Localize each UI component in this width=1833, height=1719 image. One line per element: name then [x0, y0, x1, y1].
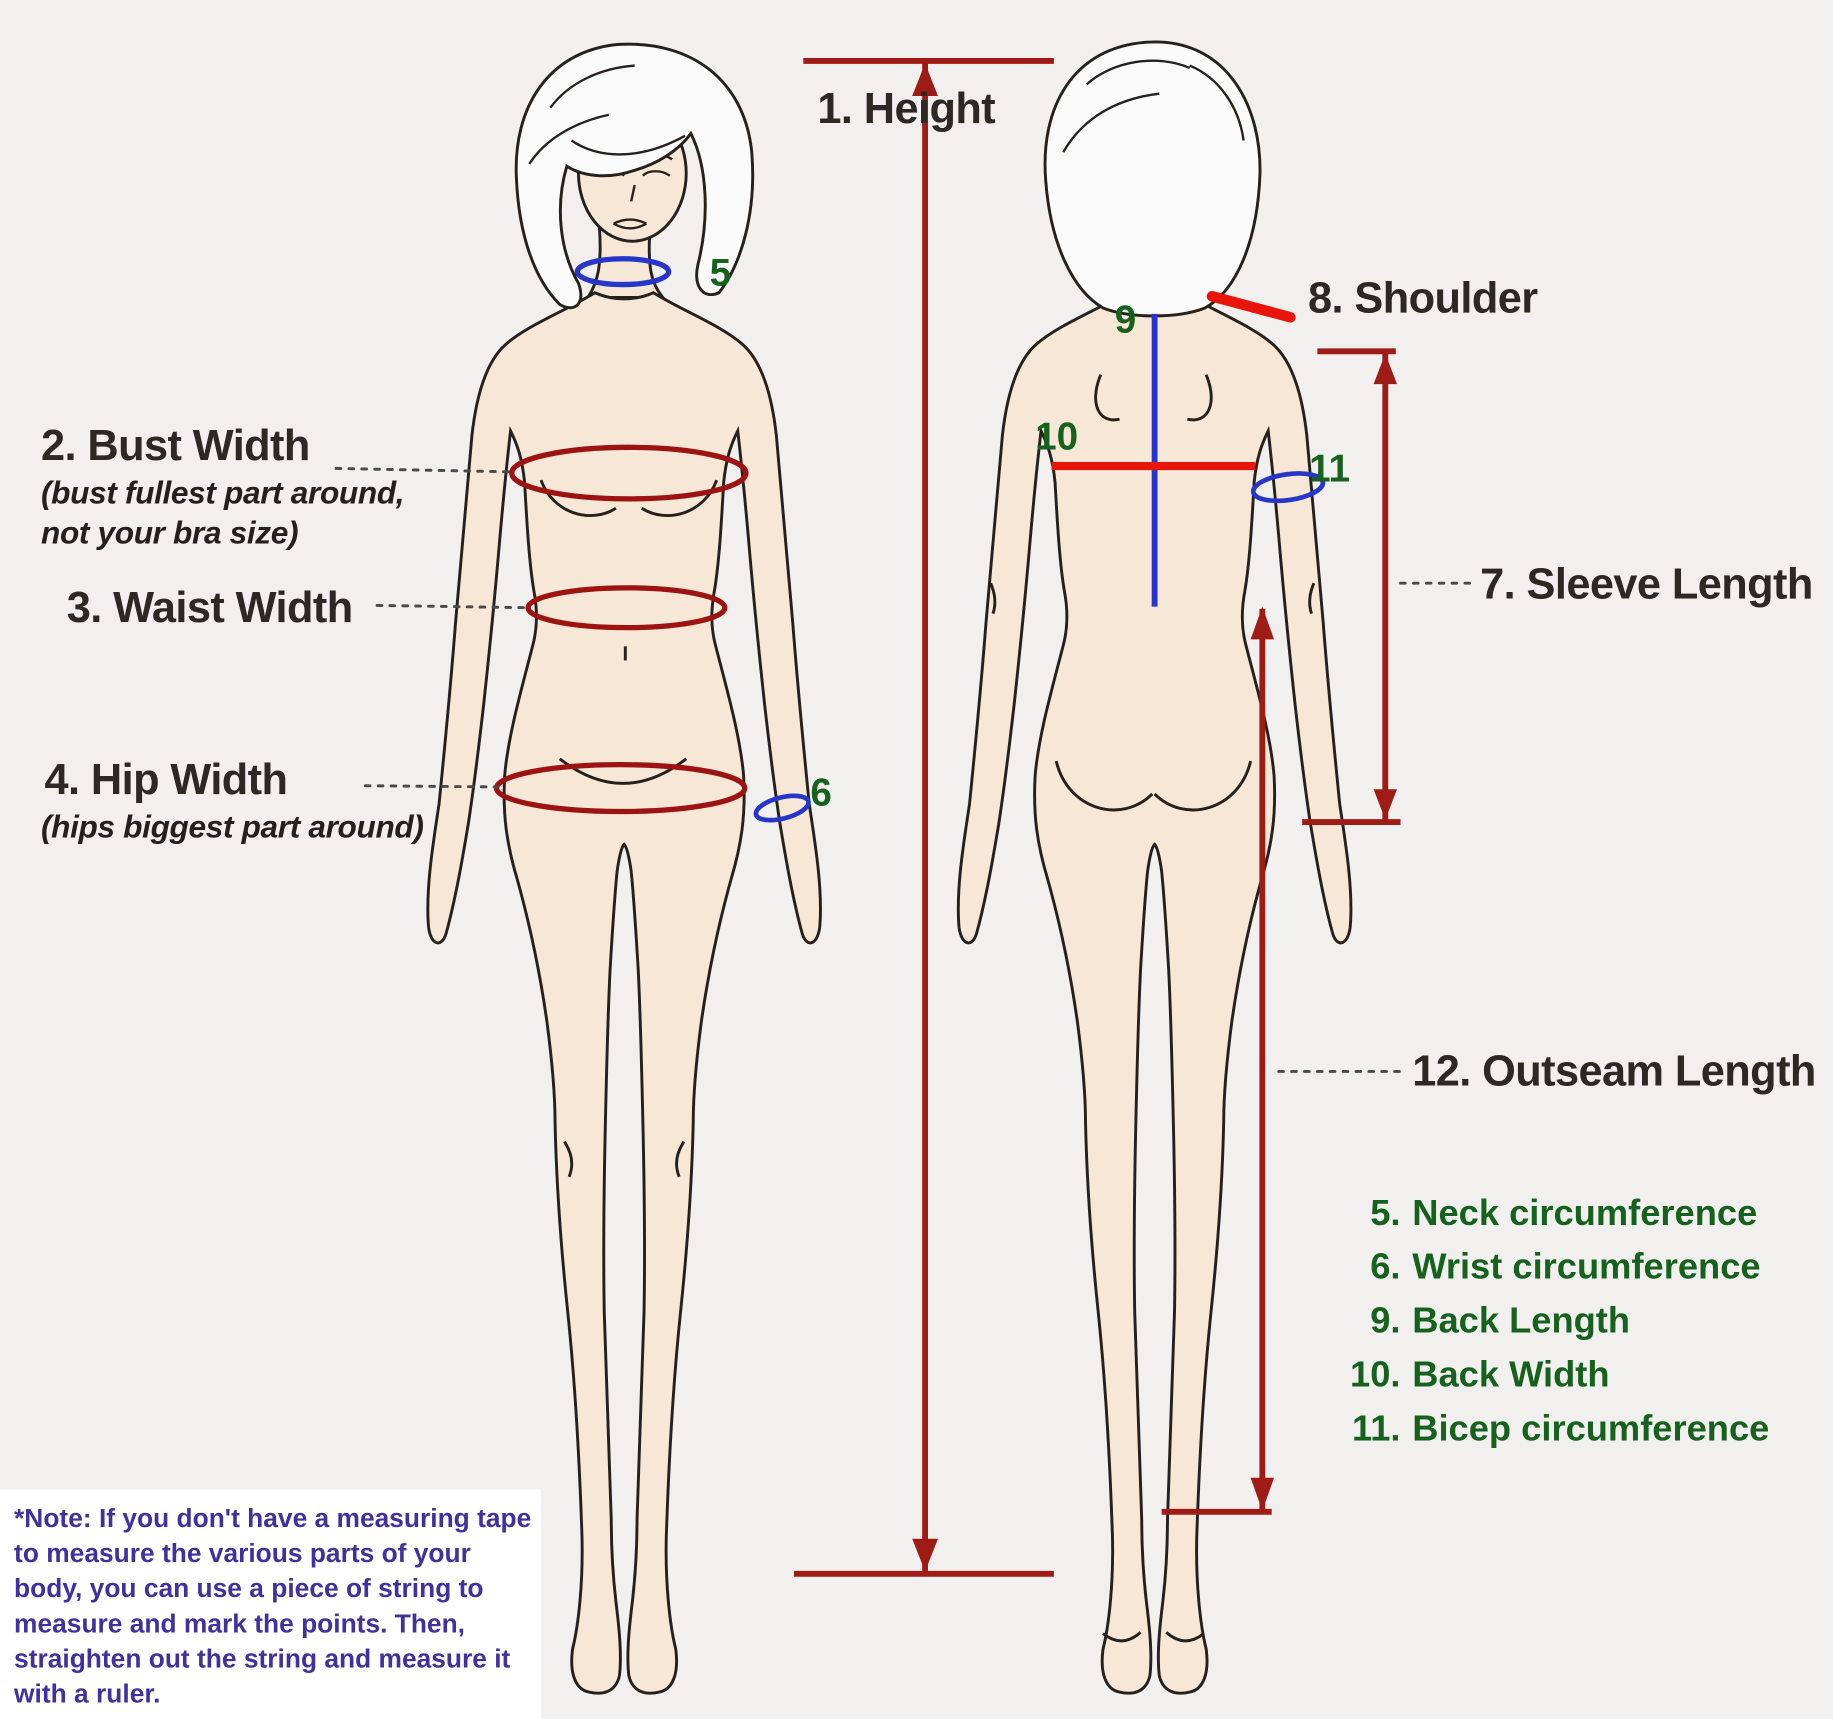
back-hair: [1043, 40, 1262, 318]
height-arrow-bottom: [912, 1538, 938, 1572]
bust-leader-line: [334, 466, 517, 474]
label-waist-width: 3. Waist Width: [66, 583, 353, 632]
note-line-2: to measure the various parts of your: [14, 1538, 471, 1568]
legend-num-bicep: 11.: [1352, 1407, 1401, 1449]
legend-num-neck: 5.: [1370, 1192, 1401, 1234]
height-arrow-top: [912, 63, 938, 97]
outseam-arrow-top: [1250, 606, 1275, 640]
number-back-width: 10: [1035, 414, 1079, 458]
elbow-right: [1308, 582, 1316, 615]
neck-circumference-ellipse: [574, 256, 672, 288]
circumference-ellipses: [493, 256, 1326, 823]
number-wrist: 6: [810, 770, 832, 814]
label-bust-sub1: (bust fullest part around,: [40, 475, 405, 511]
back-figure: [956, 40, 1353, 1695]
leader-lines: [334, 466, 1473, 1073]
number-neck: 5: [709, 250, 732, 294]
legend: 5. Neck circumference 6. Wrist circumfer…: [1342, 1192, 1769, 1461]
label-bust-width: 2. Bust Width: [40, 421, 310, 470]
legend-num-back-width: 10.: [1350, 1353, 1401, 1395]
note-line-5: straighten out the string and measure it: [14, 1644, 511, 1674]
legend-item-wrist: 6. Wrist circumference: [1342, 1246, 1769, 1300]
legend-num-wrist: 6.: [1370, 1245, 1401, 1287]
shoulder-blade-right: [1187, 374, 1213, 422]
bust-ellipse: [509, 444, 749, 502]
knee-line-left: [563, 1140, 574, 1178]
buttock-line-right: [1153, 760, 1253, 812]
label-shoulder: 8. Shoulder: [1308, 274, 1538, 323]
height-measurement: [793, 57, 1054, 1577]
legend-item-bicep: 11. Bicep circumference: [1342, 1408, 1769, 1462]
outseam-arrow-bottom: [1250, 1477, 1275, 1511]
note-line-4: measure and mark the points. Then,: [14, 1608, 465, 1639]
legend-num-back-length: 9.: [1370, 1299, 1401, 1341]
legend-item-neck: 5. Neck circumference: [1342, 1192, 1769, 1246]
shoulder-blade-left: [1094, 374, 1120, 422]
note-box: *Note: If you don't have a measuring tap…: [0, 1489, 542, 1719]
legend-label-neck: Neck circumference: [1412, 1192, 1758, 1234]
shoulder-line: [1206, 290, 1296, 323]
label-hip-sub: (hips biggest part around): [40, 809, 424, 845]
legend-label-wrist: Wrist circumference: [1412, 1245, 1761, 1287]
front-hair-strands: [528, 64, 686, 165]
wrist-circumference-ellipse: [753, 793, 811, 823]
label-height: 1. Height: [817, 84, 996, 133]
note-line-3: body, you can use a piece of string to: [14, 1573, 484, 1604]
note-line-6: with a ruler.: [14, 1679, 161, 1709]
label-hip-width: 4. Hip Width: [44, 755, 288, 804]
back-hair-strands: [1062, 59, 1245, 153]
legend-label-bicep: Bicep circumference: [1412, 1407, 1770, 1449]
bicep-circumference-ellipse: [1250, 471, 1326, 504]
number-bicep: 11: [1309, 446, 1351, 490]
waist-ellipse: [525, 585, 728, 631]
buttock-line-left: [1054, 760, 1154, 812]
front-figure: [426, 42, 822, 1695]
label-bust-sub2: not your bra size): [40, 515, 299, 551]
knee-line-right: [675, 1140, 686, 1178]
legend-label-back-length: Back Length: [1412, 1299, 1631, 1341]
legend-item-back-length: 9. Back Length: [1342, 1300, 1769, 1354]
label-outseam-length: 12. Outseam Length: [1412, 1046, 1816, 1095]
sleeve-arrow-top: [1373, 353, 1398, 385]
elbow-left: [989, 582, 997, 615]
front-body-silhouette: [426, 291, 822, 1695]
waist-leader-line: [375, 603, 531, 610]
sleeve-length-measurement: [1302, 348, 1401, 825]
outseam-measurement: [1161, 606, 1275, 1515]
sleeve-arrow-bottom: [1373, 789, 1398, 820]
legend-label-back-width: Back Width: [1412, 1353, 1610, 1395]
number-back-length: 9: [1114, 297, 1137, 341]
legend-item-back-width: 10. Back Width: [1342, 1354, 1769, 1408]
front-hair: [514, 42, 755, 310]
back-body-details: [989, 374, 1316, 1643]
hip-leader-line: [363, 784, 498, 789]
label-sleeve-length: 7. Sleeve Length: [1480, 559, 1813, 608]
heel-line-right: [1165, 1631, 1205, 1643]
heel-line-left: [1102, 1631, 1142, 1643]
note-line-1: *Note: If you don't have a measuring tap…: [14, 1503, 532, 1533]
